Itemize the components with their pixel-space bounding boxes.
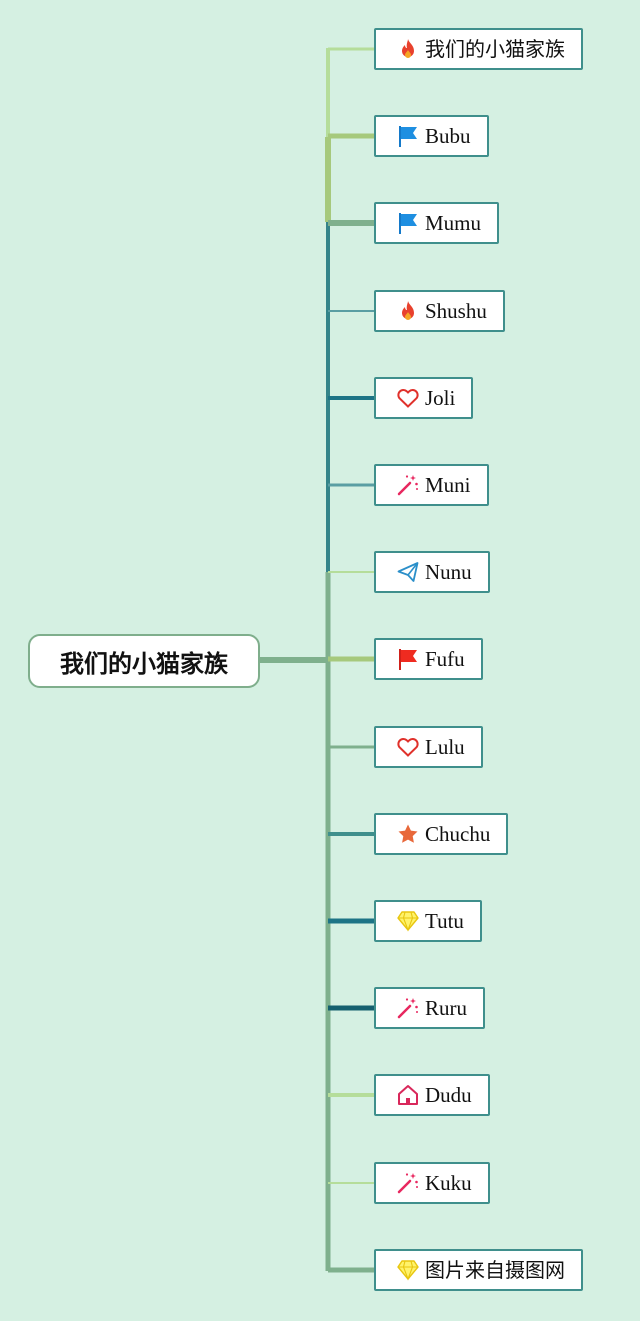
child-topic[interactable]: Lulu	[374, 726, 483, 768]
magic-wand-icon	[396, 1171, 420, 1195]
child-topic-label: Shushu	[425, 298, 487, 323]
fire-icon	[396, 299, 420, 323]
child-topic[interactable]: 图片来自摄图网	[374, 1249, 583, 1291]
child-topic-label: Joli	[425, 385, 456, 410]
child-topic-label: Nunu	[425, 559, 472, 584]
star-icon	[396, 822, 420, 846]
child-topic-label: Lulu	[425, 734, 465, 759]
child-topic-label: 我们的小猫家族	[425, 37, 565, 61]
child-topic-label: 图片来自摄图网	[425, 1258, 565, 1282]
child-topic-label: Bubu	[425, 123, 471, 148]
child-topic[interactable]: Dudu	[374, 1074, 490, 1116]
child-topic[interactable]: Mumu	[374, 202, 500, 244]
child-topic-label: Kuku	[425, 1170, 472, 1195]
home-icon	[396, 1083, 420, 1107]
child-topic[interactable]: Tutu	[374, 900, 482, 942]
child-topic-label: Mumu	[425, 210, 482, 235]
blue-flag-icon	[396, 124, 420, 148]
heart-icon	[396, 735, 420, 759]
child-topic[interactable]: Muni	[374, 464, 489, 506]
child-topic[interactable]: Fufu	[374, 638, 483, 680]
magic-wand-icon	[396, 996, 420, 1020]
child-topic[interactable]: Nunu	[374, 551, 490, 593]
child-topic[interactable]: Bubu	[374, 115, 489, 157]
child-topic-label: Tutu	[425, 908, 464, 933]
red-flag-icon	[396, 647, 420, 671]
child-topic[interactable]: 我们的小猫家族	[374, 28, 583, 70]
paper-plane-icon	[396, 560, 420, 584]
child-topic[interactable]: Joli	[374, 377, 474, 419]
child-topic-label: Dudu	[425, 1082, 472, 1107]
heart-icon	[396, 386, 420, 410]
fire-icon	[396, 37, 420, 61]
magic-wand-icon	[396, 473, 420, 497]
child-topic-label: Muni	[425, 472, 471, 497]
child-topic-label: Fufu	[425, 646, 465, 671]
child-topic-label: Chuchu	[425, 821, 491, 846]
child-topic-label: Ruru	[425, 995, 467, 1020]
blue-flag-icon	[396, 211, 420, 235]
child-topic[interactable]: Shushu	[374, 290, 505, 332]
diamond-icon	[396, 909, 420, 933]
child-topic[interactable]: Chuchu	[374, 813, 509, 855]
root-topic[interactable]: 我们的小猫家族	[28, 634, 260, 688]
diamond-icon	[396, 1258, 420, 1282]
child-topic[interactable]: Kuku	[374, 1162, 490, 1204]
root-topic-label: 我们的小猫家族	[60, 649, 228, 678]
child-topic[interactable]: Ruru	[374, 987, 485, 1029]
